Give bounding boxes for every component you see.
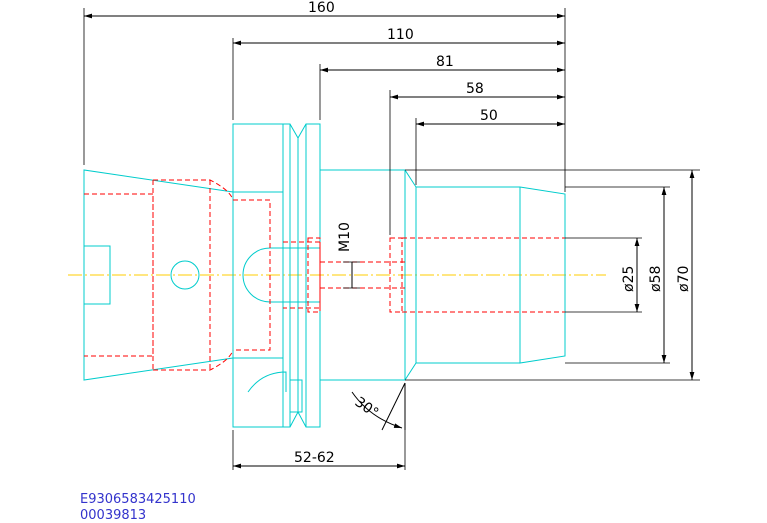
dim-52-62: 52-62	[294, 450, 335, 466]
dim-dia-70: ø70	[676, 266, 692, 292]
dim-58: 58	[466, 81, 484, 97]
dim-81: 81	[436, 54, 454, 70]
dim-110: 110	[387, 27, 414, 43]
dim-dia-25: ø25	[621, 266, 637, 292]
dim-160: 160	[308, 0, 335, 16]
hidden-lines	[84, 179, 565, 371]
dim-dia-58: ø58	[648, 266, 664, 292]
dim-thread-m10: M10	[337, 222, 353, 252]
taper-shank-outline	[83, 169, 234, 381]
dimension-lines	[84, 13, 695, 469]
cross-hole	[170, 260, 200, 290]
serial-number: 00039813	[80, 508, 146, 523]
extension-lines	[83, 8, 700, 470]
part-number: E9306583425110	[80, 492, 196, 507]
flange-outline	[232, 123, 321, 428]
dim-50: 50	[480, 108, 498, 124]
